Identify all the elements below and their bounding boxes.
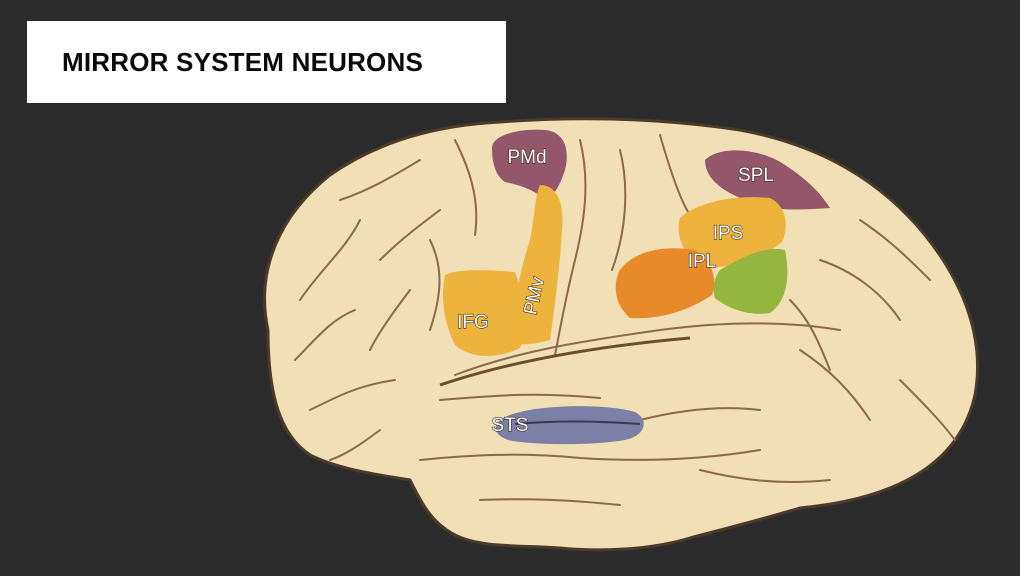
brain-sulci xyxy=(294,134,956,506)
title-box: MIRROR SYSTEM NEURONS xyxy=(27,21,506,103)
label-pmd: PMd xyxy=(507,147,546,168)
region-sts xyxy=(495,406,644,445)
region-ifg xyxy=(443,270,525,356)
region-ipl-anterior xyxy=(615,248,715,319)
region-pmd xyxy=(492,129,567,200)
brain-outline xyxy=(263,117,979,552)
region-spl xyxy=(705,150,830,210)
region-ipl-posterior xyxy=(713,248,788,314)
label-sts: STS xyxy=(492,415,529,436)
label-ifg: IFG xyxy=(457,312,489,333)
region-ips xyxy=(678,197,786,268)
sts-groove xyxy=(514,420,641,425)
lateral-fissure xyxy=(439,336,691,387)
label-spl: SPL xyxy=(738,165,774,186)
page-title: MIRROR SYSTEM NEURONS xyxy=(62,46,424,77)
label-ips: IPS xyxy=(713,223,744,244)
label-ipl: IPL xyxy=(688,251,717,272)
